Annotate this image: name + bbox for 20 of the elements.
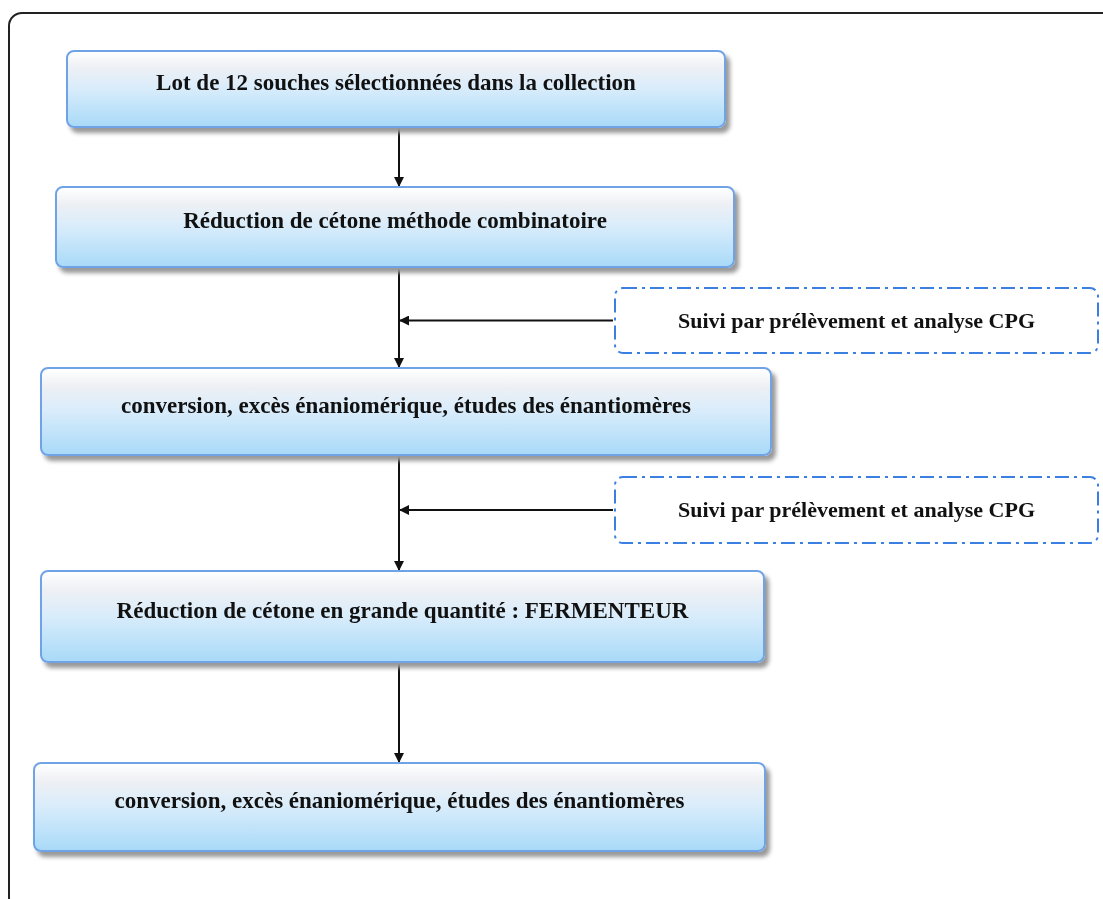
box-label: Réduction de cétone méthode combinatoire [183,208,607,234]
box-label: conversion, excès énaniomérique, études des énantiomères [120,392,691,419]
arrow [394,267,404,368]
arrow [399,505,614,515]
process-box [33,762,766,852]
box-label: Lot de 12 souches sélectionnées dans la collection [156,70,636,96]
arrow [394,455,404,571]
process-box [40,570,765,663]
box-label: conversion, excès énaniomérique, études des énantiomères [114,788,685,814]
box-label: Réduction de cétone en grande quantité : FERMENTEUR [116,597,689,624]
note-box [613,286,1100,355]
process-box [40,367,772,456]
note-box [613,475,1100,545]
arrow [394,127,404,187]
box-label: Suivi par prélèvement et analyse CPG [677,307,1036,334]
process-box [55,186,735,268]
process-box [66,50,726,128]
arrow [394,662,404,763]
arrow [399,315,614,326]
box-label: Suivi par prélèvement et analyse CPG [677,497,1036,523]
